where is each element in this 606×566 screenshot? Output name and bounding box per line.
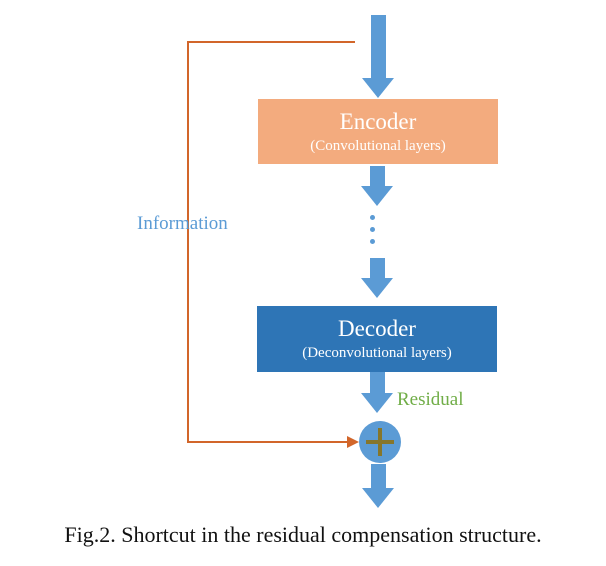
down-arrow-icon: [361, 258, 393, 298]
shortcut-line-bottom: [187, 441, 347, 443]
down-arrow-icon: [362, 464, 394, 508]
shortcut-line-left: [187, 41, 189, 443]
encoder-subtitle: (Convolutional layers): [310, 137, 446, 154]
shortcut-line-top: [187, 41, 355, 43]
encoder-title: Encoder: [339, 108, 417, 134]
figure-caption: Fig.2. Shortcut in the residual compensa…: [64, 522, 542, 547]
decoder-title: Decoder: [338, 316, 416, 341]
residual-label: Residual: [397, 389, 464, 410]
decoder-box: Decoder (Deconvolutional layers): [257, 306, 497, 372]
decoder-subtitle: (Deconvolutional layers): [302, 345, 452, 361]
down-arrow-icon: [362, 15, 394, 98]
plus-vertical-bar: [378, 428, 382, 456]
down-arrow-icon: [361, 372, 393, 413]
shortcut-arrowhead-icon: [347, 436, 359, 448]
plus-sum-icon: [359, 421, 401, 463]
down-arrow-icon: [361, 166, 393, 206]
encoder-box: Encoder (Convolutional layers): [258, 99, 498, 164]
information-label: Information: [137, 213, 228, 234]
vertical-ellipsis-icon: [369, 215, 375, 251]
